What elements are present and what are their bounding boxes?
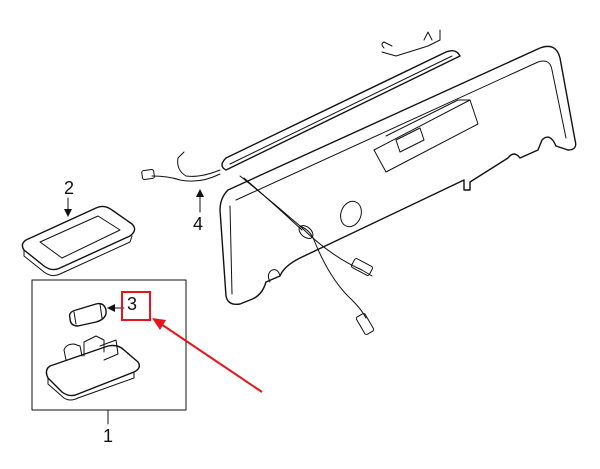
trim-panel <box>219 45 577 306</box>
socket-housing <box>45 335 141 401</box>
highlight-arrow <box>157 321 263 393</box>
highlight-box <box>121 291 151 321</box>
callout-1-label: 1 <box>103 426 114 446</box>
callout-2-label: 2 <box>64 178 75 198</box>
bulb-part <box>68 302 107 327</box>
highlight-arrowhead <box>152 318 166 330</box>
lens-part <box>21 205 136 277</box>
wire-harness <box>141 29 461 335</box>
callout-3-label: 3 <box>127 294 138 314</box>
callout-4-label: 4 <box>193 214 204 234</box>
part-1-box <box>31 279 187 411</box>
